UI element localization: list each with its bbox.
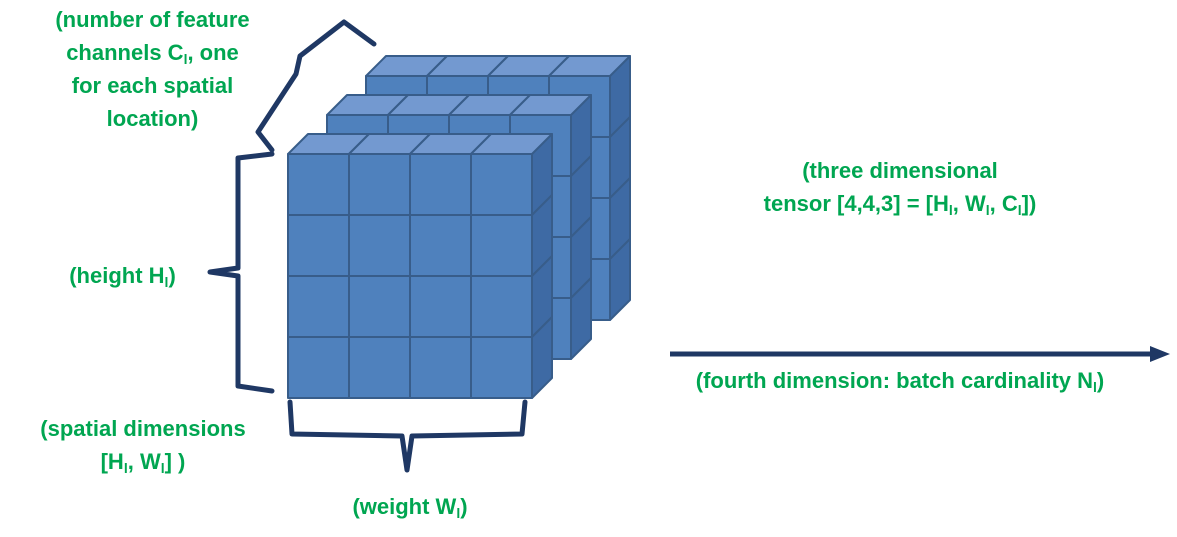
channels-label: (number of feature channels Cl, one for … xyxy=(30,3,275,135)
height-brace xyxy=(207,151,275,394)
cube-front-cell xyxy=(409,336,472,399)
tensor-label-line1: (three dimensional xyxy=(802,158,998,183)
cube-front-cell xyxy=(470,336,533,399)
channel-layers xyxy=(287,55,631,399)
cube-front-cell xyxy=(470,214,533,277)
channels-label-line3: for each spatial xyxy=(71,73,234,98)
height-label: (height Hl) xyxy=(69,263,176,290)
cube-front-cell xyxy=(287,214,350,277)
weight-label: (weight Wl) xyxy=(352,494,468,521)
tensor-label: (three dimensional tensor [4,4,3] = [Hl,… xyxy=(720,154,1080,220)
batch-dimension-label: (fourth dimension: batch cardinality Nl) xyxy=(695,368,1105,395)
cube-front-cell xyxy=(287,275,350,338)
channels-label-line2: channels Cl, one xyxy=(66,40,239,67)
width-brace xyxy=(287,399,528,473)
cube-front-cell xyxy=(409,275,472,338)
spatial-label-line1: (spatial dimensions xyxy=(40,416,246,441)
cube-front-cell xyxy=(348,153,411,216)
cube-front-cell xyxy=(348,336,411,399)
cube-front-cell xyxy=(409,153,472,216)
spatial-label-line2: [Hl, Wl] ) xyxy=(100,449,186,476)
cube-front-cell xyxy=(409,214,472,277)
channels-label-line1: (number of feature xyxy=(55,7,250,32)
cube-front-cell xyxy=(348,275,411,338)
cube-front-cell xyxy=(470,275,533,338)
channel-layer-1 xyxy=(287,133,553,399)
spatial-dimensions-label: (spatial dimensions [Hl, Wl] ) xyxy=(18,412,268,478)
tensor-label-line2: tensor [4,4,3] = [Hl, Wl, Cl]) xyxy=(763,191,1037,218)
batch-arrow-head xyxy=(1150,346,1170,362)
cube-front-cell xyxy=(470,153,533,216)
cube-front-cell xyxy=(287,336,350,399)
channels-brace xyxy=(255,19,377,153)
channels-label-line4: location) xyxy=(106,106,199,131)
cube-front-cell xyxy=(287,153,350,216)
cube-front-cell xyxy=(348,214,411,277)
